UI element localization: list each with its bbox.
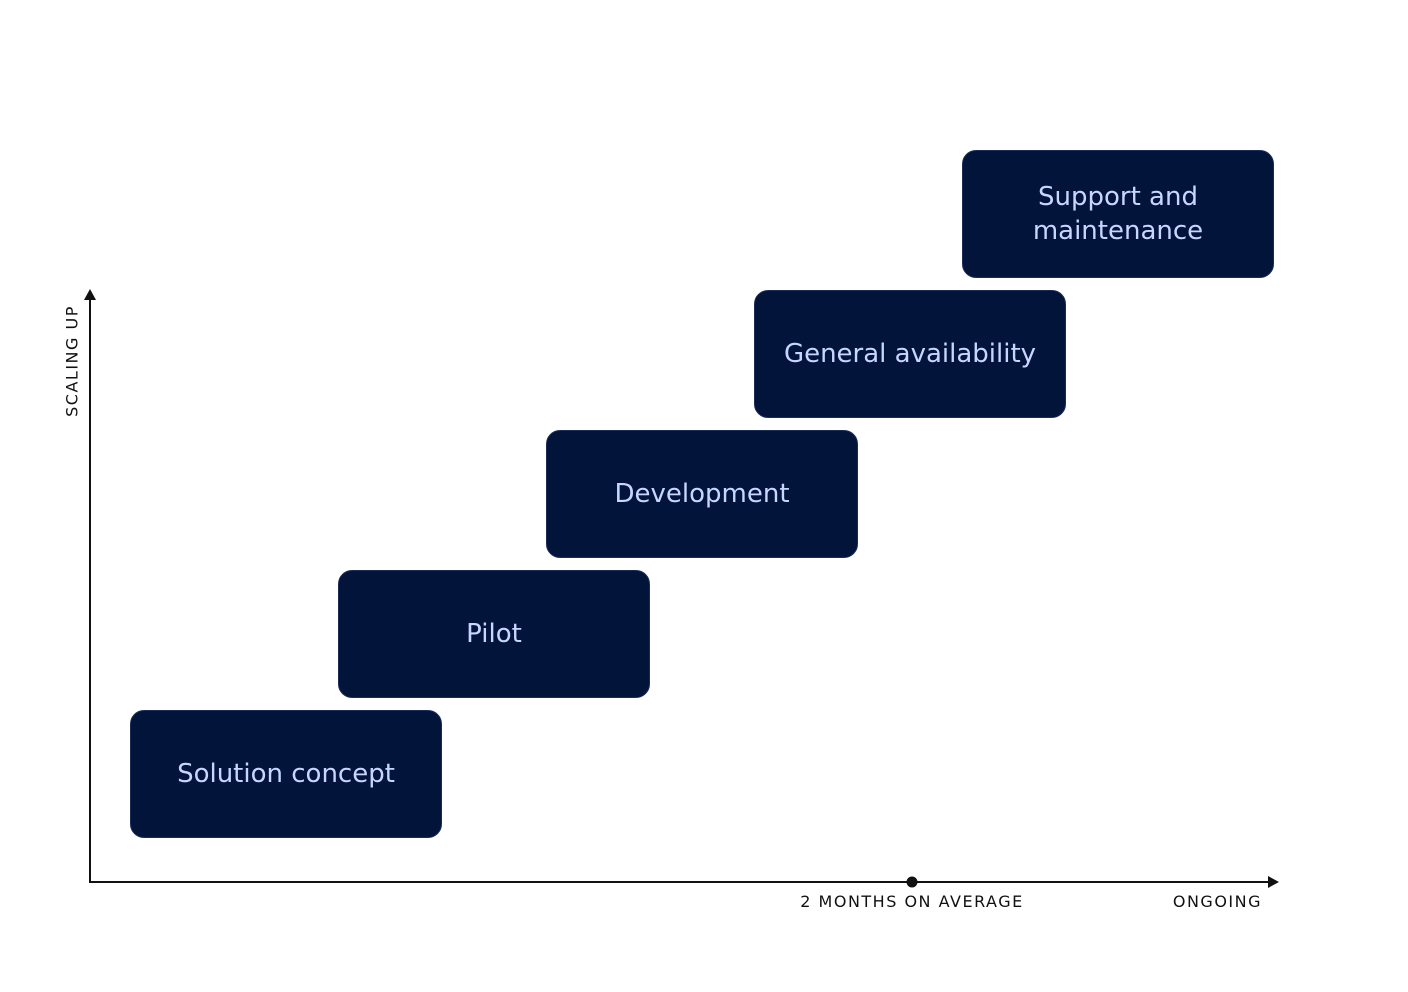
stage-solution-concept: Solution concept — [130, 710, 442, 838]
stage-label: Solution concept — [177, 759, 395, 789]
stage-development: Development — [546, 430, 858, 558]
y-axis-label: SCALING UP — [62, 305, 82, 417]
x-axis-marker-dot — [906, 876, 918, 888]
stage-pilot: Pilot — [338, 570, 650, 698]
stage-label: Support and maintenance — [1032, 182, 1204, 246]
stage-support-and-maintenance: Support and maintenance — [962, 150, 1274, 278]
stage-label: General availability — [783, 339, 1037, 369]
stage-label: Development — [614, 479, 790, 509]
y-axis-arrowhead — [84, 289, 96, 300]
x-axis-end-label: ONGOING — [1172, 892, 1262, 911]
stage-general-availability: General availability — [754, 290, 1066, 418]
x-axis-marker-label: 2 MONTHS ON AVERAGE — [800, 892, 1024, 911]
stage-label: Pilot — [466, 619, 522, 649]
x-axis-arrowhead — [1268, 876, 1279, 888]
